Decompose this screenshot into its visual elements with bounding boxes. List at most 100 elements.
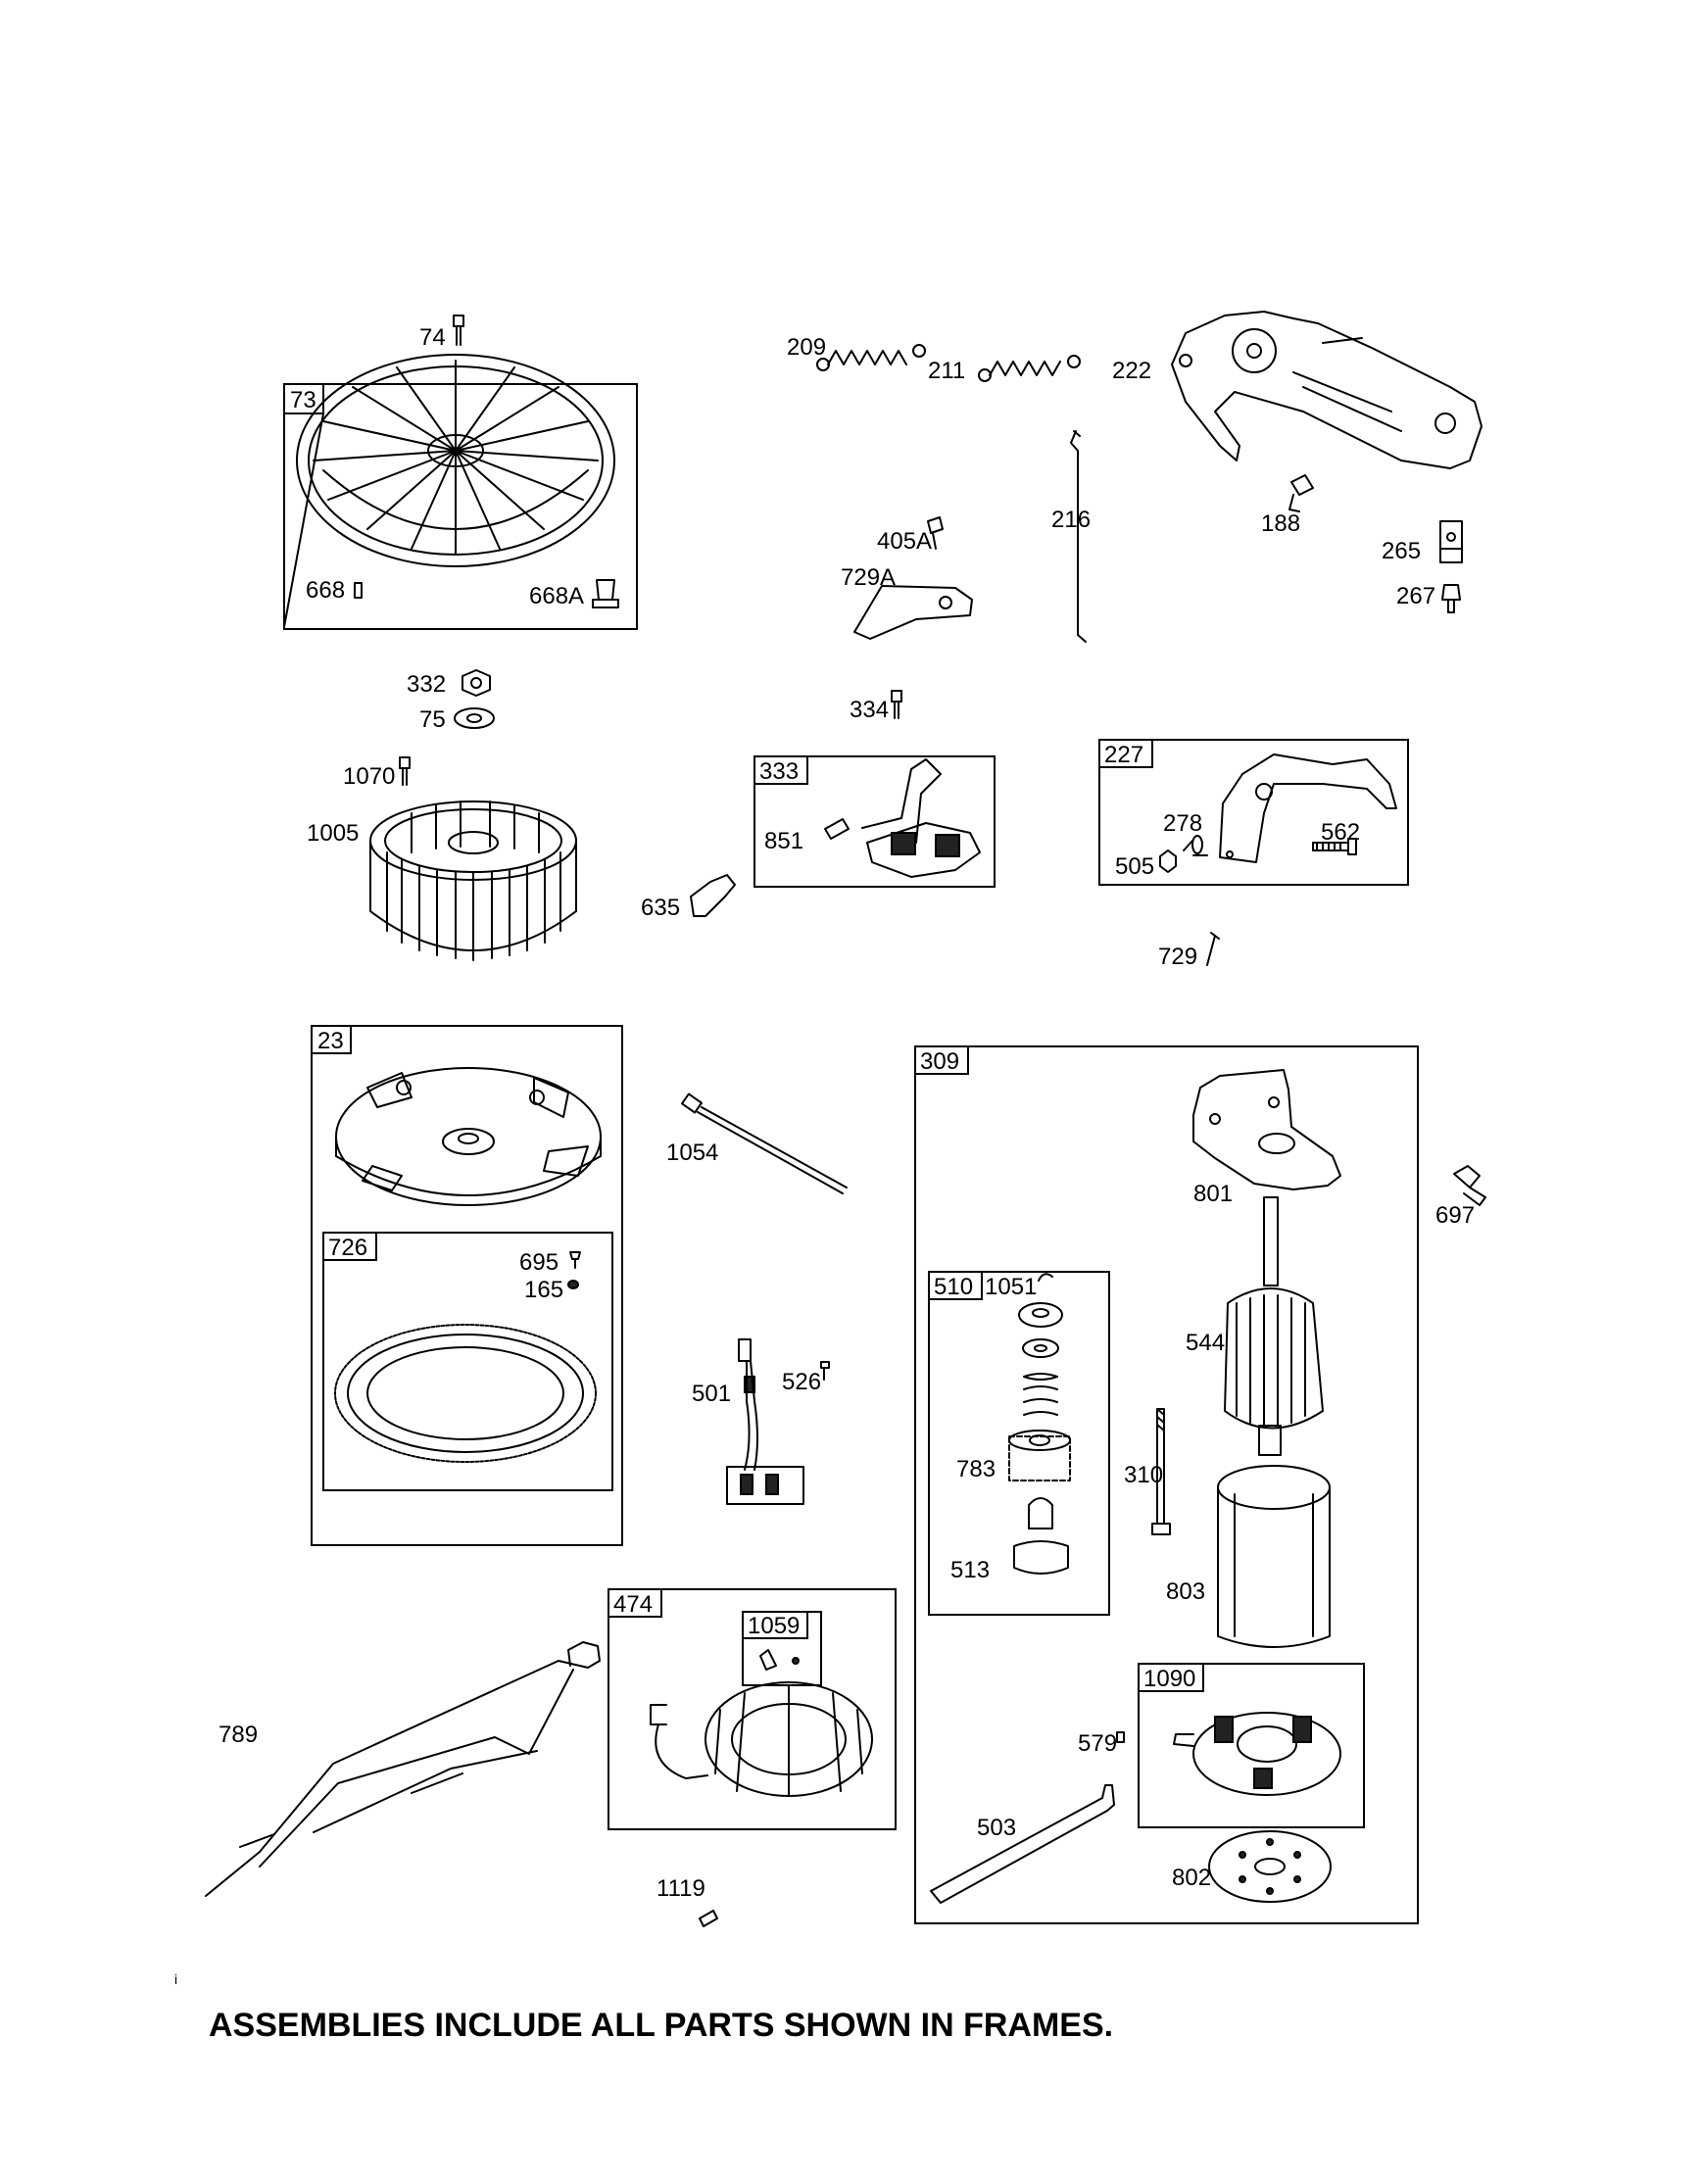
callout-211: 211 bbox=[928, 358, 965, 384]
frame-label-474: 474 bbox=[613, 1591, 653, 1618]
screw-526-drawing bbox=[820, 1361, 830, 1381]
flywheel-1005-drawing bbox=[369, 801, 577, 961]
callout-729A: 729A bbox=[841, 564, 896, 591]
callout-803: 803 bbox=[1166, 1578, 1205, 1605]
frame-333: 333 bbox=[753, 755, 996, 888]
part-579-drawing bbox=[1116, 1731, 1125, 1743]
cable-tie-1054-drawing bbox=[681, 1092, 848, 1194]
bracket-801-drawing bbox=[1192, 1069, 1341, 1190]
callout-310: 310 bbox=[1124, 1462, 1163, 1488]
frame-label-1090: 1090 bbox=[1143, 1666, 1195, 1692]
callout-405A: 405A bbox=[877, 528, 932, 555]
rectifier-501-drawing bbox=[726, 1338, 804, 1505]
frame-474: 474 bbox=[608, 1588, 897, 1830]
callout-513: 513 bbox=[950, 1557, 990, 1583]
spring-209-drawing bbox=[816, 344, 926, 371]
callout-695: 695 bbox=[519, 1249, 559, 1276]
frame-label-1059: 1059 bbox=[748, 1613, 800, 1639]
armature-544-drawing bbox=[1224, 1196, 1324, 1456]
screw-405A-drawing bbox=[927, 516, 944, 550]
clip-265-drawing bbox=[1439, 520, 1463, 563]
callout-334: 334 bbox=[850, 697, 889, 723]
callout-789: 789 bbox=[219, 1722, 258, 1748]
screw-334-drawing bbox=[891, 690, 902, 719]
frame-label-227: 227 bbox=[1104, 742, 1143, 768]
screw-562-drawing bbox=[1312, 838, 1357, 855]
frame-1059: 1059 bbox=[742, 1611, 822, 1686]
screw-668A-drawing bbox=[592, 579, 619, 608]
housing-803-drawing bbox=[1217, 1465, 1331, 1648]
brush-plate-1090-drawing bbox=[1173, 1712, 1341, 1796]
callout-1005: 1005 bbox=[307, 820, 359, 847]
callout-265: 265 bbox=[1382, 538, 1421, 564]
nut-165-drawing bbox=[567, 1280, 579, 1289]
frame-309: 309 bbox=[914, 1045, 1419, 1924]
screw-1070-drawing bbox=[399, 756, 411, 786]
callout-851: 851 bbox=[764, 828, 803, 854]
callout-562: 562 bbox=[1321, 819, 1360, 846]
callout-1051: 1051 bbox=[985, 1274, 1037, 1300]
frame-label-333: 333 bbox=[759, 758, 799, 785]
pin-668-drawing bbox=[354, 582, 363, 599]
callout-209: 209 bbox=[787, 334, 826, 361]
callout-802: 802 bbox=[1172, 1865, 1211, 1891]
callout-188: 188 bbox=[1261, 510, 1300, 537]
washer-75-drawing bbox=[454, 707, 495, 729]
backing-plate-23-drawing bbox=[335, 1067, 602, 1206]
link-216-drawing bbox=[1070, 430, 1087, 643]
frame-label-73: 73 bbox=[290, 387, 316, 413]
plate-729A-drawing bbox=[853, 585, 973, 640]
nut-332-drawing bbox=[462, 669, 491, 697]
callout-332: 332 bbox=[407, 671, 446, 698]
callout-1070: 1070 bbox=[343, 763, 395, 790]
frame-23: 23 bbox=[311, 1025, 623, 1546]
screw-267-drawing bbox=[1441, 584, 1461, 613]
frame-227: 227 bbox=[1098, 739, 1409, 886]
screw-695-drawing bbox=[569, 1251, 581, 1269]
callout-222: 222 bbox=[1112, 358, 1151, 384]
callout-579: 579 bbox=[1078, 1730, 1117, 1757]
screw-188-drawing bbox=[1288, 474, 1314, 512]
assemblies-note: ASSEMBLIES INCLUDE ALL PARTS SHOWN IN FR… bbox=[209, 2007, 1114, 2044]
screw-74-drawing bbox=[453, 315, 464, 346]
callout-783: 783 bbox=[956, 1456, 996, 1482]
callout-668: 668 bbox=[306, 577, 345, 604]
bolt-310-drawing bbox=[1151, 1408, 1171, 1535]
callout-501: 501 bbox=[692, 1381, 731, 1407]
bracket-227-drawing bbox=[1183, 753, 1397, 863]
callout-75: 75 bbox=[419, 706, 446, 733]
frame-label-309: 309 bbox=[920, 1048, 959, 1075]
callout-505: 505 bbox=[1115, 853, 1154, 880]
callout-278: 278 bbox=[1163, 810, 1202, 837]
strap-503-drawing bbox=[930, 1784, 1115, 1904]
parts-1059-drawing bbox=[759, 1649, 800, 1671]
frame-label-510: 510 bbox=[934, 1274, 973, 1300]
ignition-coil-333-drawing bbox=[824, 758, 981, 878]
blower-housing-drawing bbox=[283, 354, 615, 628]
callout-503: 503 bbox=[977, 1815, 1016, 1841]
screw-1119-drawing bbox=[699, 1910, 718, 1927]
spring-211-drawing bbox=[978, 355, 1081, 382]
end-cap-802-drawing bbox=[1208, 1830, 1332, 1903]
frame-726: 726 bbox=[322, 1232, 613, 1491]
pin-729-drawing bbox=[1206, 932, 1220, 966]
callout-729: 729 bbox=[1158, 944, 1197, 970]
callout-74: 74 bbox=[419, 324, 446, 351]
control-bracket-222-drawing bbox=[1171, 311, 1482, 469]
callout-526: 526 bbox=[782, 1369, 821, 1395]
frame-label-726: 726 bbox=[328, 1235, 367, 1261]
washer-278-drawing bbox=[1191, 835, 1203, 854]
wiring-harness-789-drawing bbox=[205, 1641, 601, 1897]
callout-668A: 668A bbox=[529, 583, 584, 609]
pinion-stack-510-drawing bbox=[1008, 1302, 1071, 1575]
callout-635: 635 bbox=[641, 895, 680, 921]
frame-510: 510 bbox=[928, 1271, 1110, 1616]
frame-1090: 1090 bbox=[1138, 1663, 1365, 1828]
callout-165: 165 bbox=[524, 1277, 563, 1303]
stator-474-drawing bbox=[650, 1681, 873, 1797]
nut-505-drawing bbox=[1159, 849, 1177, 873]
callout-801: 801 bbox=[1193, 1181, 1233, 1207]
callout-267: 267 bbox=[1396, 583, 1435, 609]
callout-1054: 1054 bbox=[666, 1140, 718, 1166]
callout-544: 544 bbox=[1186, 1330, 1225, 1356]
